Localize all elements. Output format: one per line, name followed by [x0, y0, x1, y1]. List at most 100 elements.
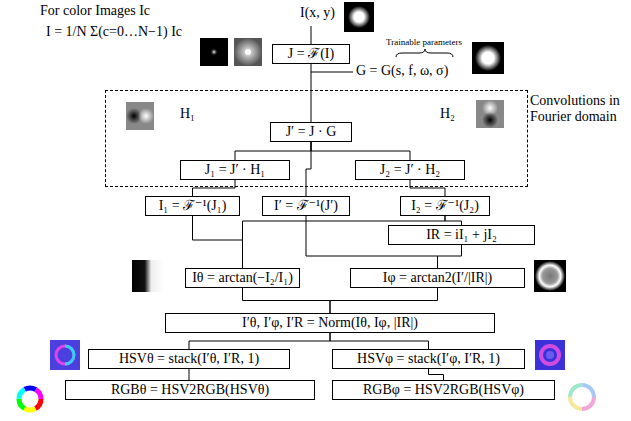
hue-arc — [19, 388, 41, 410]
process-box: Iφ = arctan2(I′/|IR|) — [350, 268, 525, 288]
connector — [306, 142, 311, 196]
thumb-ring — [541, 346, 559, 364]
thumb-ground — [344, 2, 374, 32]
input-wire — [311, 26, 312, 44]
connector — [429, 369, 444, 380]
formula-label: G = G(s, f, ω, σ) — [356, 63, 448, 80]
formula-text: IR = iI₁ + jI₂ — [426, 227, 497, 243]
formula-label: H₂ — [440, 106, 455, 123]
thumb-ground — [472, 42, 504, 74]
process-box: J₁ = J′ · H₁ — [180, 160, 290, 180]
thumb-ground — [234, 38, 262, 66]
process-box: Iθ = arctan(−I₂/I₁) — [185, 268, 300, 288]
connector — [330, 333, 429, 349]
process-box: I₁ = ℱ⁻¹(J₁) — [145, 196, 240, 216]
formula-text: RGBθ = HSV2RGB(HSVθ) — [111, 382, 269, 398]
connector — [311, 64, 312, 122]
process-box: J = ℱ(I) — [272, 44, 350, 64]
process-box: J′ = J · G — [270, 122, 352, 142]
connector — [243, 288, 331, 313]
formula-text: Iθ = arctan(−I₂/I₁) — [192, 270, 293, 286]
formula-text: I₂ = ℱ⁻¹(J₂) — [411, 198, 479, 214]
connector — [193, 180, 236, 196]
thumb-ground — [50, 340, 80, 370]
formula-text: HSVθ = stack(I′θ, I′R, 1) — [119, 351, 259, 367]
thumb-ground — [534, 260, 566, 292]
connector — [410, 180, 445, 196]
hue-arc — [19, 388, 41, 410]
formula-text: Iφ = arctan2(I′/|IR|) — [383, 270, 492, 286]
hue-arc — [570, 385, 594, 409]
thumb-ring — [535, 261, 565, 291]
hue-arc — [19, 388, 41, 410]
thumb-dot — [210, 48, 218, 56]
formula-text: I′θ, I′φ, I′R = Norm(Iθ, Iφ, |IR|) — [242, 315, 418, 331]
connector — [189, 369, 190, 380]
thumb-ring — [56, 346, 74, 364]
rgb-thumbnail — [570, 385, 594, 409]
hue-arc — [19, 388, 41, 410]
formula-text: HSVφ = stack(I′φ, I′R, 1) — [357, 351, 500, 367]
phase-thumbnail — [132, 260, 164, 292]
thumb-dot — [245, 49, 251, 55]
region-heading: Convolutions in Fourier domain — [530, 93, 624, 125]
connector — [193, 216, 243, 268]
formula-label: H₁ — [180, 106, 195, 123]
group-region: Convolutions in Fourier domainJ′ = J · G… — [105, 90, 528, 187]
formula-label: For color Images Ic — [40, 3, 150, 20]
connector — [189, 333, 330, 349]
formula-text: RGBφ = HSV2RGB(HSVφ) — [363, 382, 524, 398]
hue-arc — [19, 388, 41, 410]
thumb-ground — [200, 38, 228, 66]
formula-text: I₁ = ℱ⁻¹(J₁) — [159, 198, 227, 214]
formula-text: J₂ = J′ · H₂ — [380, 162, 440, 178]
spectrum-thumbnail — [200, 38, 262, 66]
thumb-blob — [475, 45, 501, 71]
process-box: IR = iI₁ + jI₂ — [388, 225, 535, 245]
thumb-ring — [65, 346, 74, 364]
thumb-blob — [348, 6, 370, 28]
filter-wire — [311, 72, 353, 73]
thumb-ground — [535, 340, 565, 370]
hue-arc — [570, 385, 594, 409]
hsv-thumbnail — [535, 340, 565, 370]
hue-arc — [570, 385, 594, 409]
hue-arc — [570, 385, 594, 409]
formula-text: J = ℱ(I) — [288, 46, 334, 62]
phase-thumbnail — [534, 260, 566, 292]
connector — [235, 142, 311, 160]
filter-thumbnail — [472, 42, 504, 74]
hue-arc — [19, 388, 41, 410]
kernel-thumbnail — [476, 100, 504, 128]
formula-label: I = 1/N Σ(c=0…N−1) Ic — [46, 24, 182, 41]
process-box: I₂ = ℱ⁻¹(J₂) — [400, 196, 490, 216]
formula-label: Trainable parameters — [386, 37, 462, 48]
thumb-core — [546, 351, 554, 359]
formula-label: I(x, y) — [300, 5, 335, 22]
input-thumbnail — [344, 2, 374, 32]
process-box: HSVθ = stack(I′θ, I′R, 1) — [88, 349, 290, 369]
process-box: RGBθ = HSV2RGB(HSVθ) — [65, 380, 315, 400]
thumb-lobe — [138, 108, 154, 124]
thumb-ground — [476, 100, 504, 128]
parameter-brace — [396, 49, 453, 57]
formula-text: I′ = ℱ⁻¹(J′) — [274, 198, 338, 214]
process-box: HSVφ = stack(I′φ, I′R, 1) — [332, 349, 525, 369]
connector — [438, 245, 462, 268]
formula-text: J′ = J · G — [286, 124, 337, 140]
formula-text: J₁ = J′ · H₁ — [205, 162, 265, 178]
rgb-thumbnail — [19, 388, 41, 410]
connector — [311, 142, 410, 160]
process-box: I′θ, I′φ, I′R = Norm(Iθ, Iφ, |IR|) — [165, 313, 495, 333]
process-box: I′ = ℱ⁻¹(J′) — [262, 196, 350, 216]
thumb-ground — [126, 102, 154, 130]
hsv-thumbnail — [50, 340, 80, 370]
connector — [445, 216, 462, 225]
kernel-thumbnail — [126, 102, 154, 130]
connector — [330, 288, 438, 313]
process-box: RGBφ = HSV2RGB(HSVφ) — [332, 380, 555, 400]
thumb-lobe — [482, 112, 498, 128]
thumb-ground — [132, 260, 164, 292]
process-box: J₂ = J′ · H₂ — [355, 160, 465, 180]
